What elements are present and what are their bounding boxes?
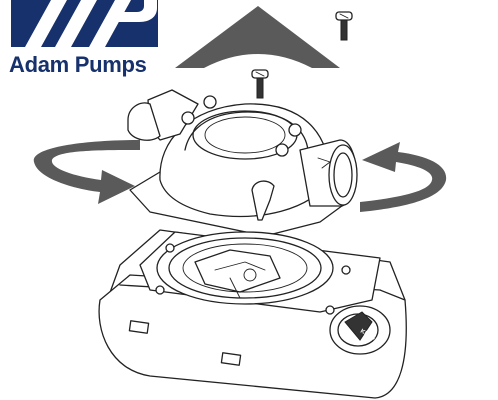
ap-monogram-icon (25, 0, 157, 47)
logo-mark (11, 0, 158, 47)
screw-icon (251, 69, 269, 99)
screw-icon (335, 11, 353, 41)
pump-base: KEYS (98, 229, 407, 399)
pump-cover (127, 89, 358, 237)
rotate-right-arrow-icon (360, 142, 447, 212)
adam-pumps-logo: Adam Pumps (0, 0, 162, 84)
rotate-left-arrow-icon (33, 140, 140, 204)
up-arrow-icon (175, 6, 340, 68)
logo-caption: Adam Pumps (9, 52, 147, 77)
